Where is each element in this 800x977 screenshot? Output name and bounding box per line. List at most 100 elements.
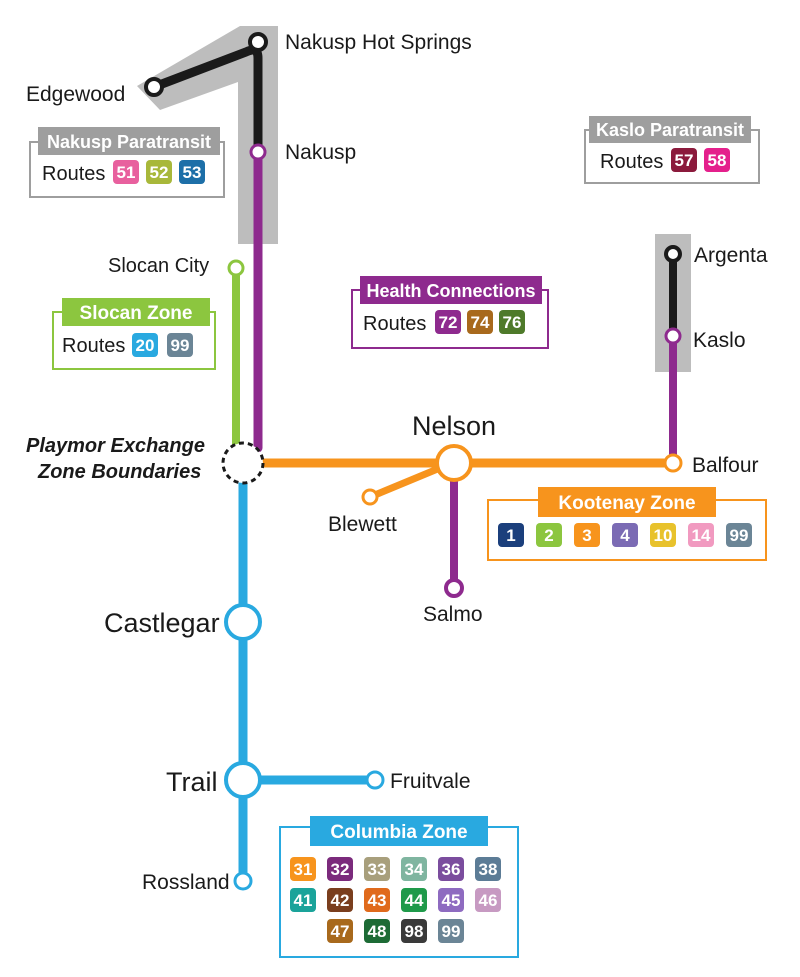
stop-fruitvale[interactable] [365, 770, 385, 790]
label-nakusp-hot-springs: Nakusp Hot Springs [285, 31, 472, 54]
route-badge[interactable] [327, 857, 353, 881]
route-badge[interactable] [499, 310, 525, 334]
route-badge-number: 10 [654, 526, 673, 545]
route-badge-number: 48 [368, 922, 387, 941]
route-badge-number: 20 [136, 336, 155, 355]
route-badge-number: 58 [708, 151, 727, 170]
route-badge-number: 1 [506, 526, 515, 545]
route-badge[interactable] [327, 888, 353, 912]
route-badge-number: 51 [117, 163, 136, 182]
label-argenta: Argenta [694, 244, 768, 267]
route-badge-number: 43 [368, 891, 387, 910]
label-exchange-line1: Playmor Exchange [26, 435, 205, 457]
stop-nakusp[interactable] [249, 143, 267, 161]
route-badge-number: 38 [479, 860, 498, 879]
stop-nakusp-hot-springs[interactable] [248, 32, 268, 52]
stop-rossland[interactable] [233, 871, 253, 891]
route-badge[interactable] [401, 919, 427, 943]
route-badge[interactable] [179, 160, 205, 184]
route-badge[interactable] [650, 523, 676, 547]
label-balfour: Balfour [692, 454, 759, 477]
route-badge-number: 99 [730, 526, 749, 545]
stop-edgewood[interactable] [144, 77, 164, 97]
route-badge[interactable] [364, 888, 390, 912]
label-nelson: Nelson [412, 411, 496, 441]
route-badge[interactable] [467, 310, 493, 334]
route-badge[interactable] [475, 857, 501, 881]
stop-nelson[interactable] [435, 444, 473, 482]
stop-playmor-exchange[interactable] [221, 441, 265, 485]
kaslo-paratransit-routes-label: Routes [600, 151, 663, 173]
label-blewett: Blewett [328, 513, 397, 536]
route-badge-number: 42 [331, 891, 350, 910]
nakusp-paratransit-title: Nakusp Paratransit [47, 132, 211, 152]
route-badge-number: 34 [405, 860, 424, 879]
route-badge[interactable] [438, 919, 464, 943]
route-badge[interactable] [290, 857, 316, 881]
label-salmo: Salmo [423, 603, 483, 626]
route-badge[interactable] [671, 148, 697, 172]
route-badge[interactable] [726, 523, 752, 547]
label-castlegar: Castlegar [104, 608, 220, 638]
route-badge-number: 98 [405, 922, 424, 941]
route-badge-number: 41 [294, 891, 313, 910]
stop-slocan-city[interactable] [227, 259, 245, 277]
route-badge[interactable] [536, 523, 562, 547]
route-badge-number: 2 [544, 526, 553, 545]
stop-salmo[interactable] [444, 578, 464, 598]
route-badge-number: 74 [471, 313, 490, 332]
route-badge[interactable] [498, 523, 524, 547]
route-badge[interactable] [435, 310, 461, 334]
route-badge[interactable] [688, 523, 714, 547]
route-badge[interactable] [132, 333, 158, 357]
route-badge-number: 31 [294, 860, 313, 879]
route-badge-number: 53 [183, 163, 202, 182]
stations [144, 32, 683, 891]
route-badge[interactable] [574, 523, 600, 547]
route-badge[interactable] [364, 857, 390, 881]
stop-blewett[interactable] [361, 488, 379, 506]
stop-labels: Edgewood Nakusp Hot Springs Nakusp Sloca… [26, 31, 768, 894]
route-badge[interactable] [438, 888, 464, 912]
route-badge[interactable] [612, 523, 638, 547]
stop-trail[interactable] [224, 761, 262, 799]
stop-balfour[interactable] [663, 453, 683, 473]
label-trail: Trail [166, 767, 218, 797]
route-badge-number: 45 [442, 891, 461, 910]
route-badge[interactable] [475, 888, 501, 912]
route-badge[interactable] [146, 160, 172, 184]
route-badge[interactable] [401, 857, 427, 881]
route-badge-number: 33 [368, 860, 387, 879]
label-fruitvale: Fruitvale [390, 770, 471, 793]
route-badge-number: 99 [442, 922, 461, 941]
route-badge[interactable] [704, 148, 730, 172]
label-slocan-city: Slocan City [108, 255, 209, 277]
route-badge[interactable] [438, 857, 464, 881]
route-badge[interactable] [364, 919, 390, 943]
stop-argenta[interactable] [664, 245, 682, 263]
route-badge[interactable] [167, 333, 193, 357]
route-badge[interactable] [327, 919, 353, 943]
route-badge-number: 57 [675, 151, 694, 170]
route-badge-number: 3 [582, 526, 591, 545]
route-badge-number: 44 [405, 891, 424, 910]
stop-kaslo[interactable] [664, 327, 682, 345]
route-badge-number: 32 [331, 860, 350, 879]
label-kaslo: Kaslo [693, 329, 746, 352]
route-badge-number: 47 [331, 922, 350, 941]
kaslo-paratransit-badges: 57 58 [671, 148, 730, 172]
route-badge[interactable] [113, 160, 139, 184]
route-badge[interactable] [401, 888, 427, 912]
kootenay-zone-title: Kootenay Zone [558, 493, 695, 514]
route-badge-number: 4 [620, 526, 630, 545]
stop-castlegar[interactable] [224, 603, 262, 641]
columbia-zone-title: Columbia Zone [330, 822, 467, 843]
route-badge[interactable] [290, 888, 316, 912]
